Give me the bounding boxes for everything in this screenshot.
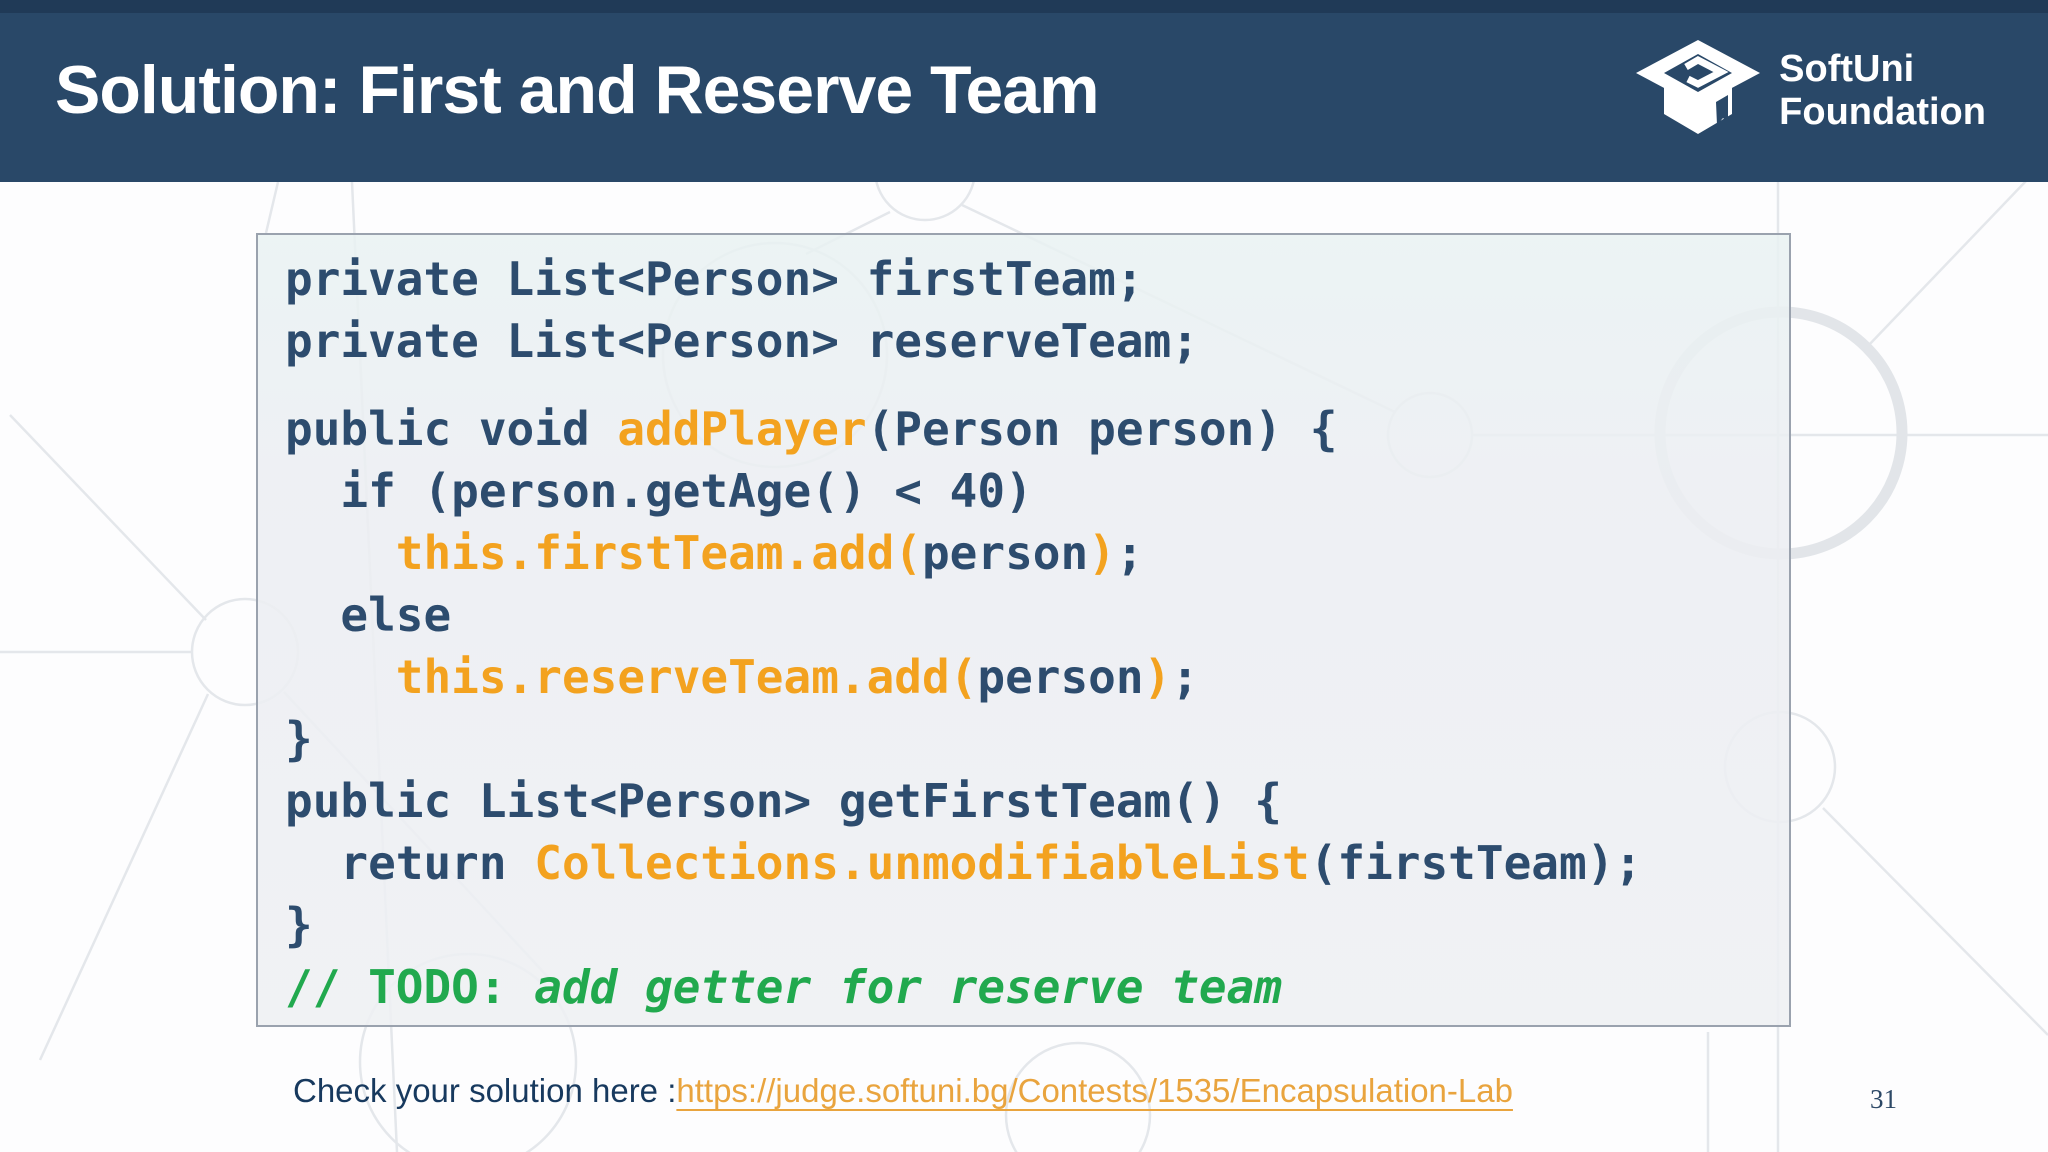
footer: Check your solution here :https://judge.… [293, 1072, 1513, 1110]
code-segment: Collections.unmodifiableList [534, 836, 1310, 890]
code-line: } [285, 894, 1789, 956]
footer-label: Check your solution here : [293, 1072, 677, 1109]
code-segment: // TODO: [285, 960, 535, 1014]
code-segment: return [285, 836, 535, 890]
code-line: } [285, 708, 1789, 770]
code-segment: private List<Person> reserveTeam; [285, 314, 1199, 368]
code-segment: person [921, 526, 1089, 580]
code-line: public List<Person> getFirstTeam() { [285, 770, 1789, 832]
code-segment: } [285, 712, 313, 766]
code-segment: public List<Person> getFirstTeam() { [285, 774, 1282, 828]
code-segment: ; [1171, 650, 1199, 704]
solution-link[interactable]: https://judge.softuni.bg/Contests/1535/E… [676, 1072, 1513, 1109]
code-segment: public void [285, 402, 618, 456]
code-segment: ) [1088, 526, 1116, 580]
code-panel: private List<Person> firstTeam; private L… [256, 233, 1791, 1027]
code-segment [285, 650, 396, 704]
code-line: private List<Person> reserveTeam; [285, 310, 1789, 372]
code-segment: add getter for reserve team [534, 960, 1282, 1014]
page-title: Solution: First and Reserve Team [55, 52, 1100, 128]
header-bar: Solution: First and Reserve Team SoftUni… [0, 0, 2048, 182]
code-line: this.reserveTeam.add(person); [285, 646, 1789, 708]
code-segment: (Person person) { [866, 402, 1338, 456]
code-segment: this.reserveTeam.add( [395, 650, 978, 704]
logo-line-1: SoftUni [1779, 48, 1915, 90]
code-line: public void addPlayer(Person person) { [285, 398, 1789, 460]
code-segment: else [285, 588, 452, 642]
code-line: this.firstTeam.add(person); [285, 522, 1789, 584]
code-segment: this.firstTeam.add( [395, 526, 922, 580]
code-line: return Collections.unmodifiableList(firs… [285, 832, 1789, 894]
code-line: private List<Person> firstTeam; [285, 248, 1789, 310]
graduation-cap-icon [1636, 39, 1761, 143]
code-segment: private List<Person> firstTeam; [285, 252, 1144, 306]
code-segment: ) [1143, 650, 1172, 704]
code-segment: } [285, 898, 313, 952]
code-segment: ; [1115, 526, 1144, 580]
code-line: if (person.getAge() < 40) [285, 460, 1789, 522]
softuni-logo: SoftUni Foundation [1636, 0, 1986, 182]
code-segment: if (person.getAge() < 40) [285, 464, 1033, 518]
code-line: // TODO: add getter for reserve team [285, 956, 1789, 1018]
code-segment: (firstTeam); [1309, 836, 1643, 890]
logo-text: SoftUni Foundation [1779, 48, 1986, 134]
code-segment: addPlayer [617, 402, 867, 456]
code-segment [285, 526, 396, 580]
code-segment: person [977, 650, 1144, 704]
logo-line-2: Foundation [1779, 91, 1986, 133]
page-number: 31 [1870, 1084, 1897, 1114]
code-line: else [285, 584, 1789, 646]
